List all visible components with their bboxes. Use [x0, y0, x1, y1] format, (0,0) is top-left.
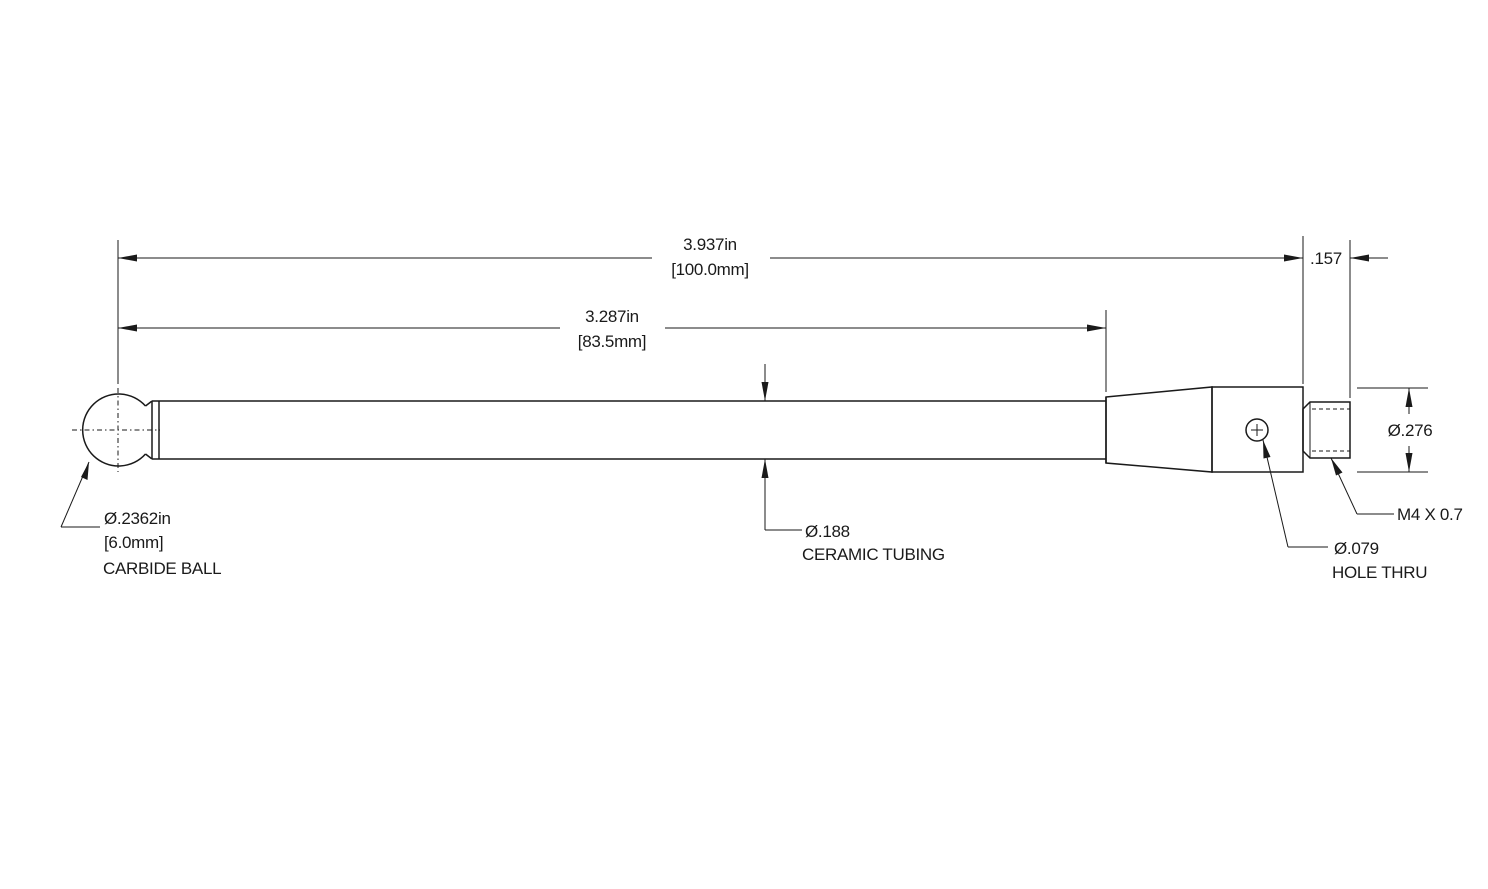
hole-note-label: HOLE THRU [1332, 563, 1427, 582]
overall-length-mm-label: [100.0mm] [671, 260, 749, 279]
stem-length-dimension: 3.287in [83.5mm] [118, 307, 1107, 392]
tube-material-label: CERAMIC TUBING [802, 545, 945, 564]
cross-hole [1245, 418, 1269, 442]
stem-arrow-right [1087, 324, 1106, 332]
thread-dim-arrow [1350, 254, 1369, 262]
tube-dia-bottom-arrow [761, 459, 769, 478]
thread-length-label: .157 [1310, 249, 1342, 268]
stem-length-in-label: 3.287in [585, 307, 639, 326]
overall-length-in-label: 3.937in [683, 235, 737, 254]
overall-length-dimension: 3.937in [100.0mm] [117, 235, 1351, 398]
body-diameter-dimension: Ø.276 [1357, 387, 1433, 473]
stylus-part [72, 386, 1351, 473]
taper-section [1105, 386, 1213, 473]
ball-leader-arrow [81, 462, 89, 480]
hole-callout: Ø.079 HOLE THRU [1262, 439, 1428, 582]
body-dia-arrow-top [1405, 388, 1413, 407]
thread-length-dimension: .157 [1310, 249, 1388, 268]
ball-neck-bottom [145, 453, 153, 460]
hole-leader [1262, 439, 1289, 548]
stem-length-mm-label: [83.5mm] [578, 332, 646, 351]
tube-diameter-label: Ø.188 [805, 522, 850, 541]
ball-material-label: CARBIDE BALL [103, 559, 221, 578]
thread-leader-arrow [1331, 458, 1343, 476]
thread-callout: M4 X 0.7 [1330, 457, 1463, 524]
thread-spec-label: M4 X 0.7 [1397, 505, 1463, 524]
hole-leader-arrow [1263, 440, 1271, 459]
overall-arrow-right [1284, 254, 1303, 262]
body-diameter-label: Ø.276 [1388, 421, 1433, 440]
overall-arrow-left [118, 254, 137, 262]
hole-diameter-label: Ø.079 [1334, 539, 1379, 558]
body-dia-arrow-bottom [1405, 453, 1413, 472]
ball-neck-top [145, 400, 153, 407]
ball-diameter-in-label: Ø.2362in [104, 509, 171, 528]
ball-callout: Ø.2362in [6.0mm] CARBIDE BALL [60, 461, 222, 578]
stem-arrow-left [118, 324, 137, 332]
carbide-ball [82, 393, 147, 467]
tube-diameter-callout: Ø.188 CERAMIC TUBING [761, 364, 945, 564]
tube-dia-top-arrow [761, 382, 769, 401]
ball-diameter-mm-label: [6.0mm] [104, 533, 163, 552]
